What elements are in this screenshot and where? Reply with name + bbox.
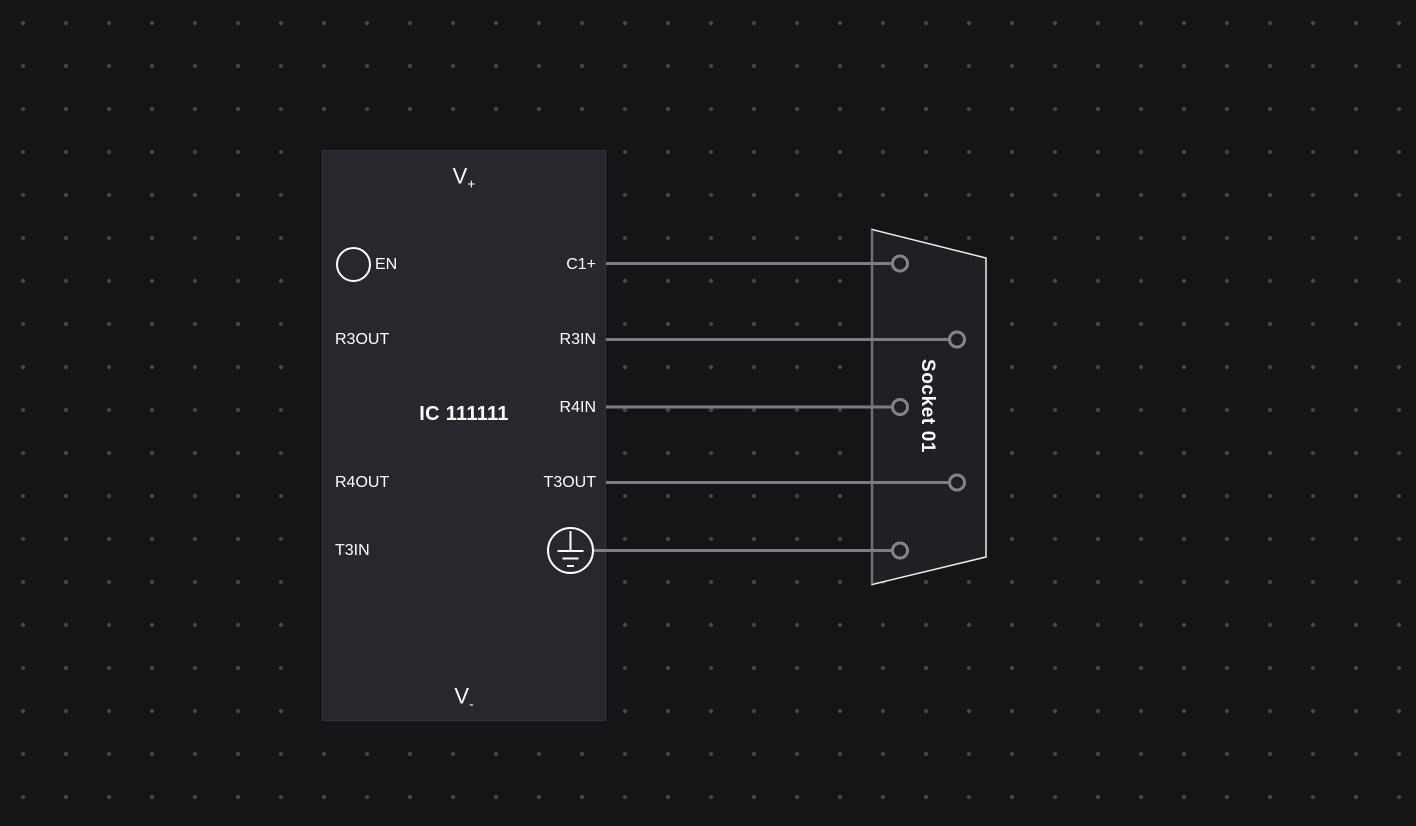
- terminal-group: [891, 254, 966, 560]
- vminus-sub: -: [469, 695, 474, 712]
- socket-label: Socket 01: [917, 358, 938, 454]
- ic-pin-label-t3out: T3OUT: [543, 474, 596, 491]
- ic-pin-label-en: EN: [375, 256, 398, 273]
- vplus-sub: +: [467, 175, 476, 192]
- ic-pin-label-t3in: T3IN: [335, 542, 370, 559]
- socket-pin-1[interactable]: [891, 254, 909, 273]
- ic-title: IC 111111: [419, 403, 509, 425]
- socket-pin-5[interactable]: [891, 541, 909, 560]
- socket-pin-4[interactable]: [948, 473, 966, 492]
- ic-pin-vminus: V-: [454, 683, 474, 712]
- socket-pin-3[interactable]: [891, 398, 909, 416]
- ic-pin-label-r3in: R3IN: [559, 331, 596, 348]
- ic-pin-label-c1plus: C1+: [566, 256, 596, 273]
- ic-pin-vplus: V+: [452, 163, 476, 192]
- ic-pin-label-r4in: R4IN: [559, 399, 596, 416]
- vminus-base: V: [454, 683, 470, 709]
- ground-icon[interactable]: [547, 527, 594, 574]
- enable-circle-icon[interactable]: [336, 247, 371, 282]
- wire-group: [594, 262, 948, 552]
- ic-pin-label-r4out: R4OUT: [335, 474, 390, 491]
- ic-component[interactable]: V+ EN R3OUT IC 111111 R4OUT T3IN C1+ R3I…: [322, 150, 606, 721]
- vplus-base: V: [452, 163, 468, 189]
- ic-pin-label-r3out: R3OUT: [335, 331, 390, 348]
- socket-pin-2[interactable]: [948, 330, 966, 349]
